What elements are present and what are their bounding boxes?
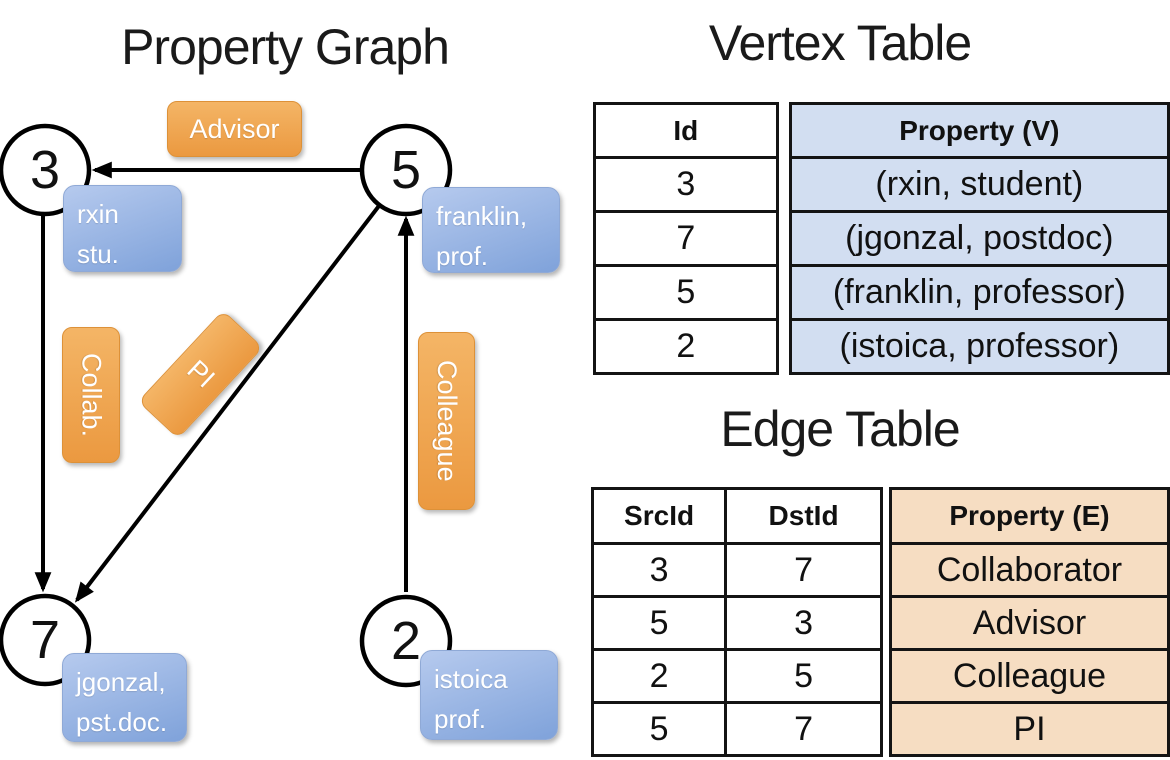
vertex-table-title: Vertex Table [708,15,972,71]
edge-table-title: Edge Table [720,401,960,457]
edge-table-cell-property: Collaborator [888,542,1170,598]
vertex-table-cell-id: 5 [593,264,779,321]
edge-table-cell-dstid: 5 [724,648,883,704]
edge-table: SrcId DstId 3 7 5 3 2 5 5 7 Property (E)… [590,487,1170,757]
edge-table-header-property: Property (E) [888,487,1170,545]
graph-node-2-id: 2 [391,611,421,671]
edge-table-cell-dstid: 7 [724,542,883,598]
vertex-table-cell-property: (jgonzal, postdoc) [788,210,1170,267]
vertex-property-box-7-line1: jgonzal, [76,667,166,697]
vertex-table-cell-property: (franklin, professor) [788,264,1170,321]
vertex-table-cell-property: (istoica, professor) [788,318,1170,375]
vertex-property-box-3-line2: stu. [77,239,119,270]
vertex-table-cell-id: 7 [593,210,779,267]
edge-table-cell-dstid: 3 [724,595,883,651]
vertex-property-box-2-line1: istoica [434,664,508,694]
vertex-table-cell-property: (rxin, student) [788,156,1170,213]
edge-table-header-dstid: DstId [724,487,883,545]
vertex-property-box-5-line2: prof. [436,241,489,272]
vertex-property-box-5-line1: franklin, [436,201,528,231]
edge-table-cell-property: Colleague [888,648,1170,704]
edge-table-cell-srcid: 3 [590,542,728,598]
edge-table-property-column: Property (E) Collaborator Advisor Collea… [888,487,1170,757]
property-graph-title: Property Graph [121,19,450,75]
vertex-property-box-3-line1: rxin [77,199,119,229]
vertex-table-header-property: Property (V) [788,102,1170,159]
edge-table-id-columns: SrcId DstId 3 7 5 3 2 5 5 7 [590,487,883,757]
edge-label-pi-text: PI [181,354,221,394]
vertex-table-id-column: Id 3 7 5 2 [593,102,779,375]
edge-label-advisor: Advisor [167,101,302,157]
edge-label-collab: Collab. [62,327,120,463]
graph-node-5-id: 5 [391,140,421,200]
edge-table-cell-dstid: 7 [724,701,883,757]
vertex-table: Id 3 7 5 2 Property (V) (rxin, student) … [593,102,1170,375]
edge-table-cell-property: PI [888,701,1170,757]
vertex-table-header-id: Id [593,102,779,159]
vertex-property-box-7-line2: pst.doc. [76,707,168,738]
edge-table-cell-srcid: 5 [590,701,728,757]
edge-5-to-7-arrow [74,196,387,603]
edge-table-header-srcid: SrcId [590,487,728,545]
vertex-table-cell-id: 3 [593,156,779,213]
edge-table-cell-property: Advisor [888,595,1170,651]
vertex-property-box-3: rxin stu. [63,185,182,272]
vertex-property-box-2-line2: prof. [434,704,487,735]
graph-node-3-id: 3 [30,140,60,200]
vertex-table-property-column: Property (V) (rxin, student) (jgonzal, p… [788,102,1170,375]
edge-table-cell-srcid: 2 [590,648,728,704]
edge-label-colleague: Colleague [418,332,475,510]
edge-table-cell-srcid: 5 [590,595,728,651]
vertex-table-cell-id: 2 [593,318,779,375]
vertex-property-box-5: franklin, prof. [422,187,560,273]
graph-node-7-id: 7 [30,610,60,670]
vertex-property-box-2: istoica prof. [420,650,558,740]
vertex-property-box-7: jgonzal, pst.doc. [62,653,187,742]
